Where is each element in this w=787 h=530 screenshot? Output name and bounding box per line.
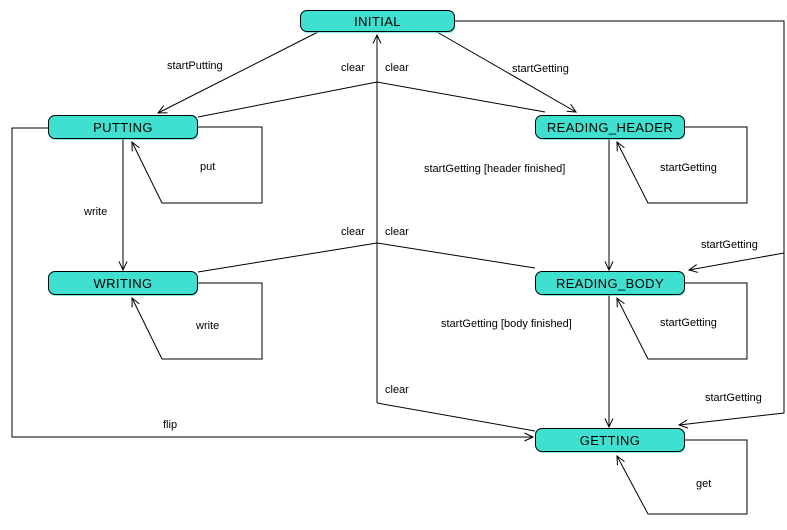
state-getting[interactable]: GETTING bbox=[535, 428, 685, 452]
label-start-putting: startPutting bbox=[167, 60, 223, 72]
label-start-getting-header: startGetting bbox=[512, 63, 569, 75]
state-putting[interactable]: PUTTING bbox=[48, 115, 198, 139]
edge-get-self bbox=[616, 439, 748, 515]
label-put-self: put bbox=[200, 161, 216, 173]
label-clear-reading-body: clear bbox=[385, 226, 409, 238]
label-body-finished: startGetting [body finished] bbox=[441, 318, 572, 330]
label-clear-reading-header: clear bbox=[385, 62, 409, 74]
label-start-getting-header-self: startGetting bbox=[660, 162, 717, 174]
label-header-finished: startGetting [header finished] bbox=[424, 163, 566, 175]
label-write-edge: write bbox=[84, 206, 108, 218]
label-clear-getting: clear bbox=[385, 384, 409, 396]
edge-clear-writing bbox=[197, 242, 378, 273]
label-get-self: get bbox=[696, 478, 712, 490]
label-clear-putting: clear bbox=[341, 62, 365, 74]
label-write-self: write bbox=[196, 320, 220, 332]
edge-clear-reading-body bbox=[376, 242, 536, 269]
label-clear-writing: clear bbox=[341, 226, 365, 238]
edge-put-self bbox=[131, 126, 263, 204]
label-start-getting-body-self: startGetting bbox=[660, 317, 717, 329]
edge-clear-reading-header bbox=[376, 81, 546, 113]
state-writing[interactable]: WRITING bbox=[48, 271, 198, 295]
edge-start-getting-header bbox=[436, 31, 578, 113]
state-reading-header[interactable]: READING_HEADER bbox=[535, 115, 685, 139]
state-initial[interactable]: INITIAL bbox=[300, 10, 455, 32]
edge-write-self bbox=[131, 282, 263, 360]
edge-clear-getting bbox=[376, 402, 536, 432]
edge-start-getting-header-self bbox=[616, 126, 748, 204]
state-reading-body[interactable]: READING_BODY bbox=[535, 271, 685, 295]
label-start-getting-getting: startGetting bbox=[705, 392, 762, 404]
edge-start-getting-body-self bbox=[616, 282, 748, 360]
label-start-getting-body: startGetting bbox=[701, 239, 758, 251]
edge-flip bbox=[11, 127, 535, 442]
edge-start-getting-getting bbox=[677, 253, 785, 429]
edge-start-getting-body bbox=[455, 20, 785, 273]
edge-clear-putting bbox=[197, 81, 378, 118]
label-flip: flip bbox=[163, 419, 178, 431]
edge-start-putting bbox=[156, 31, 319, 114]
